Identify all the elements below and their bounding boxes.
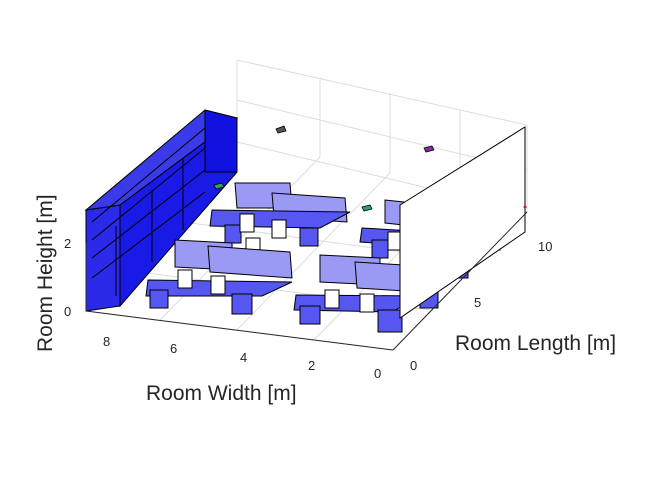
desk-cluster-front-left xyxy=(145,239,293,315)
z-tick-2: 2 xyxy=(64,236,71,251)
x-tick-8: 8 xyxy=(103,334,110,349)
y-tick-5: 5 xyxy=(474,295,481,310)
y-tick-10: 10 xyxy=(538,239,552,254)
x-axis-label: Room Width [m] xyxy=(146,382,297,405)
x-tick-2: 2 xyxy=(308,358,315,373)
ceiling-markers xyxy=(213,125,527,212)
z-axis: 2 0 xyxy=(64,236,87,319)
z-tick-0: 0 xyxy=(64,304,71,319)
x-tick-4: 4 xyxy=(240,350,247,365)
y-axis-label: Room Length [m] xyxy=(455,332,616,355)
y-tick-0: 0 xyxy=(410,358,417,373)
z-axis-label: Room Height [m] xyxy=(34,194,57,352)
x-tick-6: 6 xyxy=(170,341,177,356)
x-tick-0: 0 xyxy=(374,366,381,381)
desk-cluster-back-left xyxy=(209,182,351,251)
x-axis: 8 6 4 2 0 xyxy=(85,310,394,381)
shelf-wall xyxy=(84,109,239,312)
y-axis: 0 5 10 xyxy=(392,211,552,373)
partition-wall xyxy=(399,126,526,319)
